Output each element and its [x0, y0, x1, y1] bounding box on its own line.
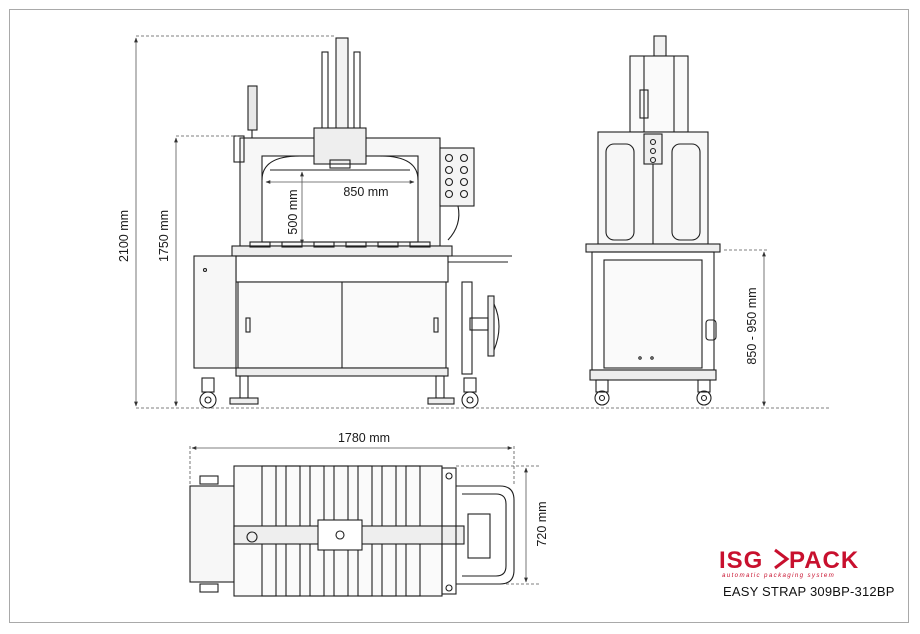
- dim-frame-height: 1750 mm: [157, 210, 171, 262]
- logo-tagline: automatic packaging system: [722, 572, 836, 579]
- dim-arch-height: 500 mm: [286, 189, 300, 234]
- side-view: [585, 35, 721, 406]
- sheet-border: [9, 9, 909, 623]
- isg-pack-logo: ISG PACK: [719, 547, 859, 574]
- dimension-lines: [134, 35, 830, 585]
- dim-width: 720 mm: [535, 501, 549, 546]
- control-buttons: [444, 153, 469, 199]
- dim-length: 1780 mm: [338, 431, 390, 445]
- dim-total-height: 2100 mm: [117, 210, 131, 262]
- model-name: EASY STRAP 309BP-312BP: [723, 584, 895, 599]
- dim-table-height: 850 - 950 mm: [745, 287, 759, 364]
- table-rollers: [249, 241, 431, 248]
- logo-pack-text: PACK: [789, 547, 859, 574]
- logo-isg-text: ISG: [719, 547, 763, 574]
- dim-arch-width: 850 mm: [343, 185, 388, 199]
- top-view: [189, 465, 515, 597]
- front-view: [193, 37, 512, 409]
- logo-chevron-icon: [774, 548, 790, 570]
